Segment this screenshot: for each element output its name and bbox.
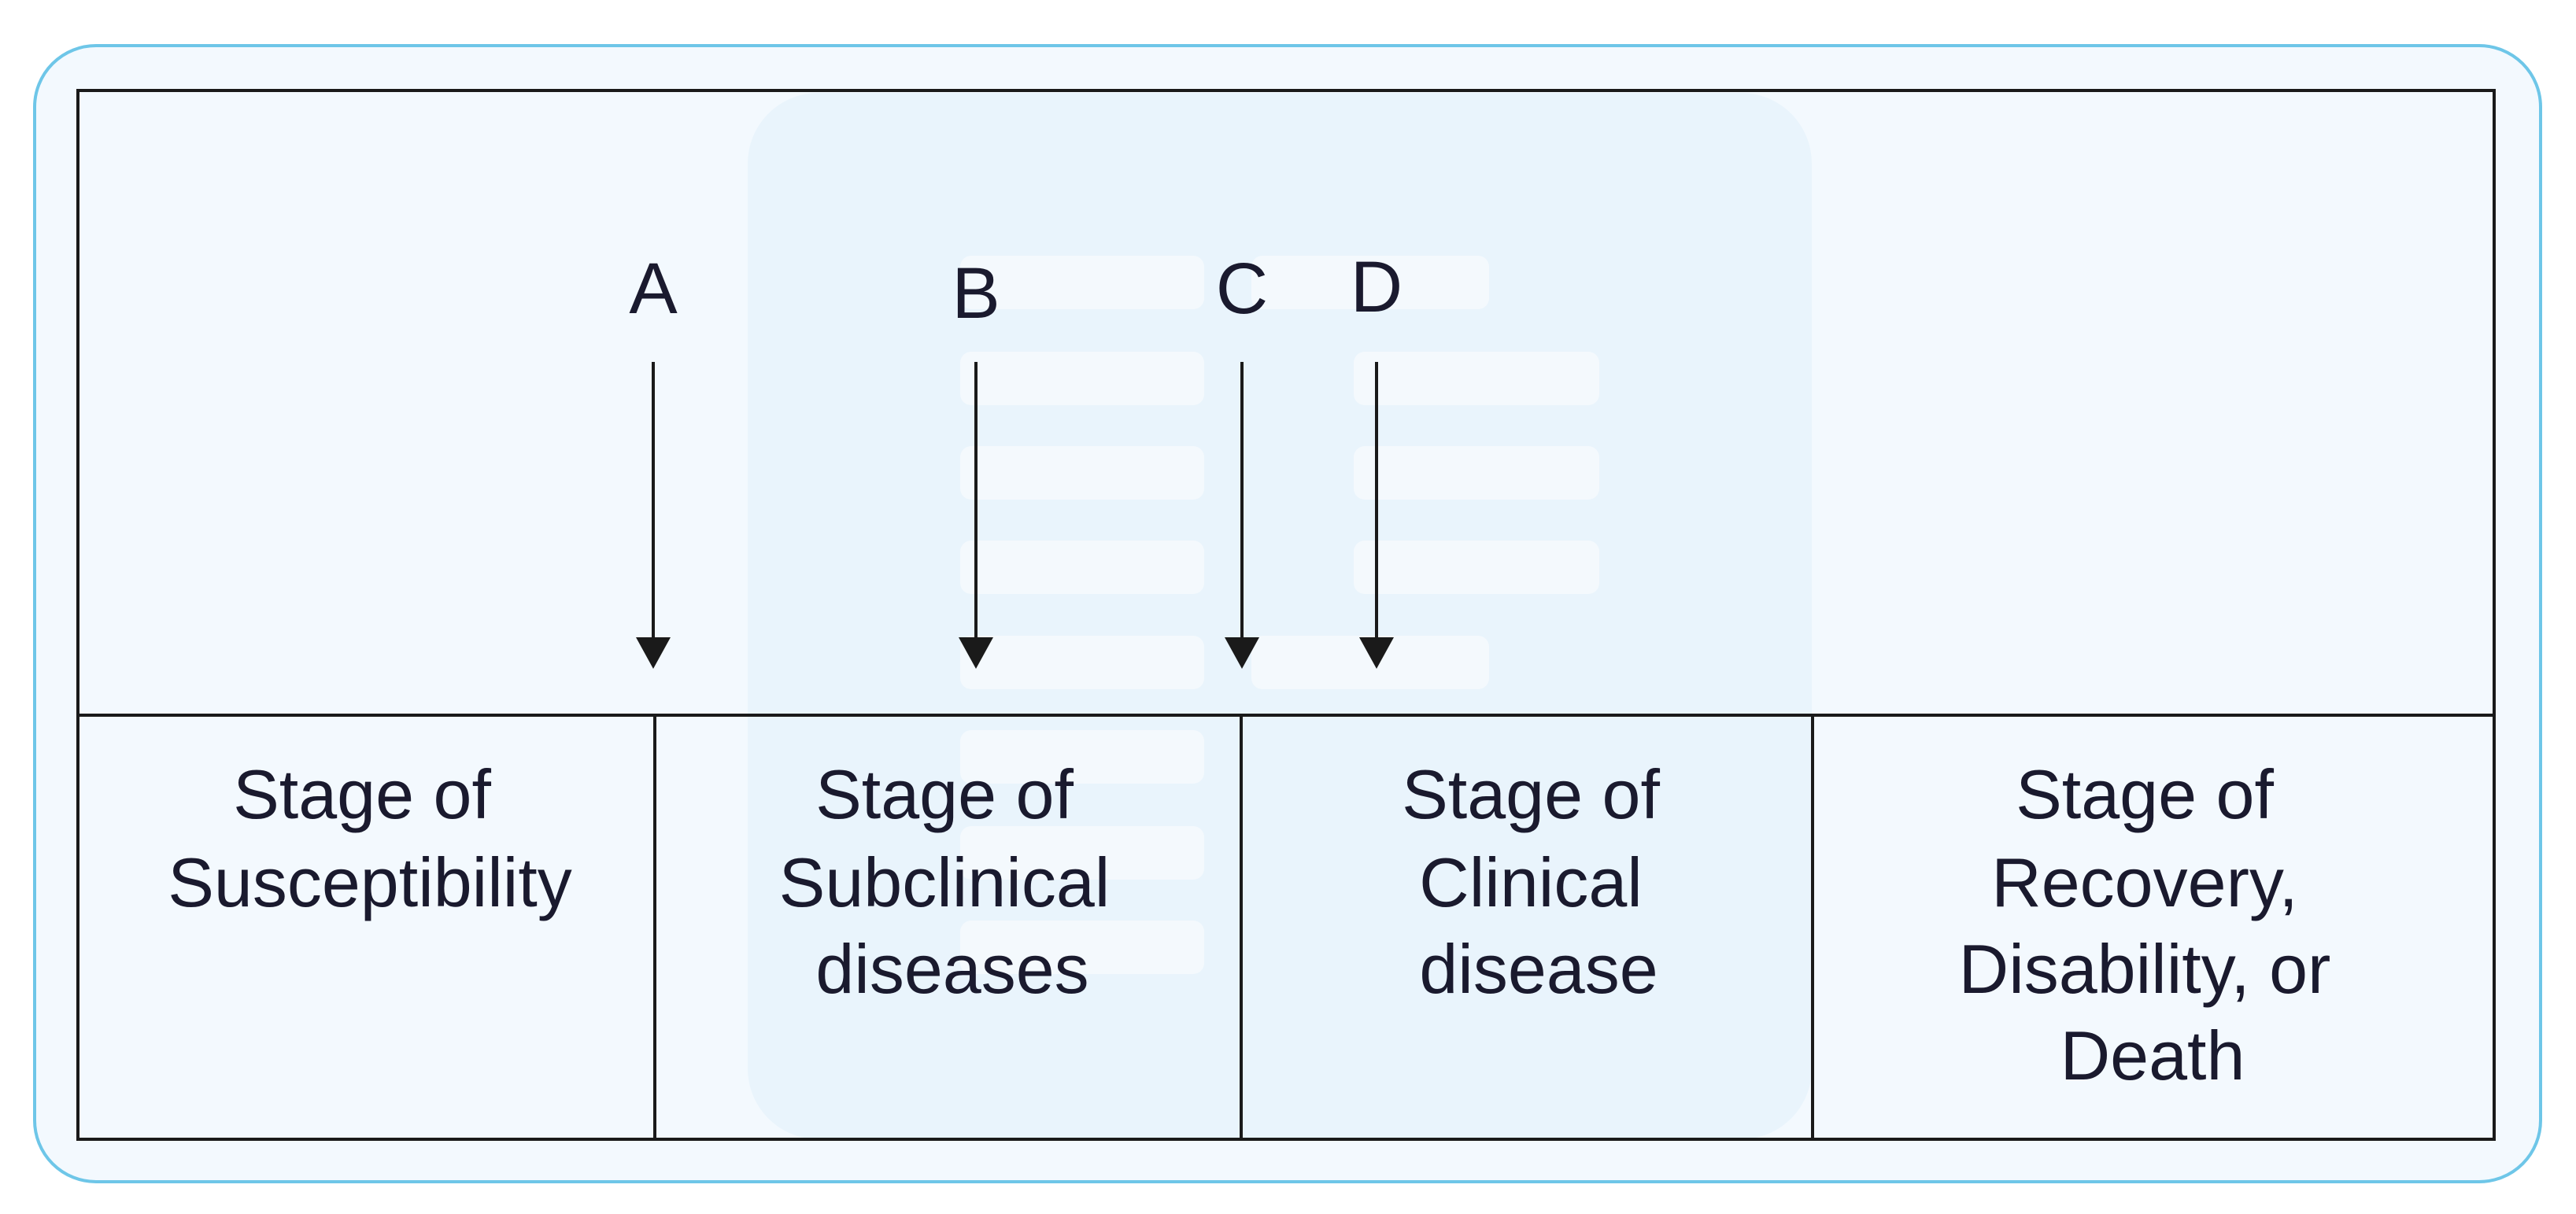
stage-3-line-1: Stage of bbox=[1402, 755, 1660, 833]
marker-b-arrow-head bbox=[959, 637, 993, 669]
watermark-bar bbox=[960, 256, 1204, 309]
stage-recovery: Stage of Recovery, Disability, or Death bbox=[1959, 755, 2331, 1094]
marker-a-label: A bbox=[629, 249, 678, 329]
watermark-bar bbox=[1251, 256, 1489, 309]
watermark-bar bbox=[960, 446, 1204, 500]
watermark-bar bbox=[1354, 541, 1599, 594]
stage-subclinical: Stage of Subclinical diseases bbox=[779, 755, 1111, 1008]
watermark-bar bbox=[960, 826, 1204, 880]
stage-1-line-1: Stage of bbox=[233, 755, 491, 833]
stage-3-line-2: Clinical bbox=[1419, 843, 1643, 921]
stage-1-line-2: Susceptibility bbox=[168, 843, 572, 921]
marker-d-label: D bbox=[1351, 247, 1403, 327]
marker-c: C bbox=[1216, 249, 1268, 669]
watermark-bar bbox=[960, 636, 1204, 689]
watermark-bar bbox=[1251, 636, 1489, 689]
stage-3-line-3: disease bbox=[1419, 930, 1658, 1008]
watermark-bar bbox=[960, 541, 1204, 594]
stage-susceptibility: Stage of Susceptibility bbox=[168, 755, 572, 921]
watermark-bar bbox=[1354, 352, 1599, 405]
stage-2-line-1: Stage of bbox=[815, 755, 1074, 833]
stage-4-line-3: Disability, or bbox=[1959, 930, 2331, 1008]
stage-clinical: Stage of Clinical disease bbox=[1402, 755, 1660, 1008]
stage-4-line-4: Death bbox=[2060, 1017, 2245, 1094]
marker-d: D bbox=[1351, 247, 1403, 669]
marker-c-arrow-head bbox=[1225, 637, 1259, 669]
watermark-bar bbox=[960, 921, 1204, 974]
stage-2-line-3: diseases bbox=[815, 930, 1088, 1008]
stage-4-line-1: Stage of bbox=[2016, 755, 2274, 833]
marker-a: A bbox=[629, 249, 678, 669]
stage-4-line-2: Recovery, bbox=[1991, 843, 2298, 921]
table-outer-border bbox=[76, 89, 2496, 1141]
stage-2-line-2: Subclinical bbox=[779, 843, 1111, 921]
marker-b-label: B bbox=[952, 253, 1000, 334]
background-watermark bbox=[748, 93, 1812, 1139]
marker-a-arrow-head bbox=[636, 637, 671, 669]
marker-c-label: C bbox=[1216, 249, 1268, 329]
marker-b: B bbox=[952, 253, 1000, 669]
marker-d-arrow-head bbox=[1359, 637, 1394, 669]
watermark-bar bbox=[960, 352, 1204, 405]
watermark-bar bbox=[960, 730, 1204, 784]
watermark-bar bbox=[1354, 446, 1599, 500]
stages-table bbox=[76, 89, 2496, 1141]
